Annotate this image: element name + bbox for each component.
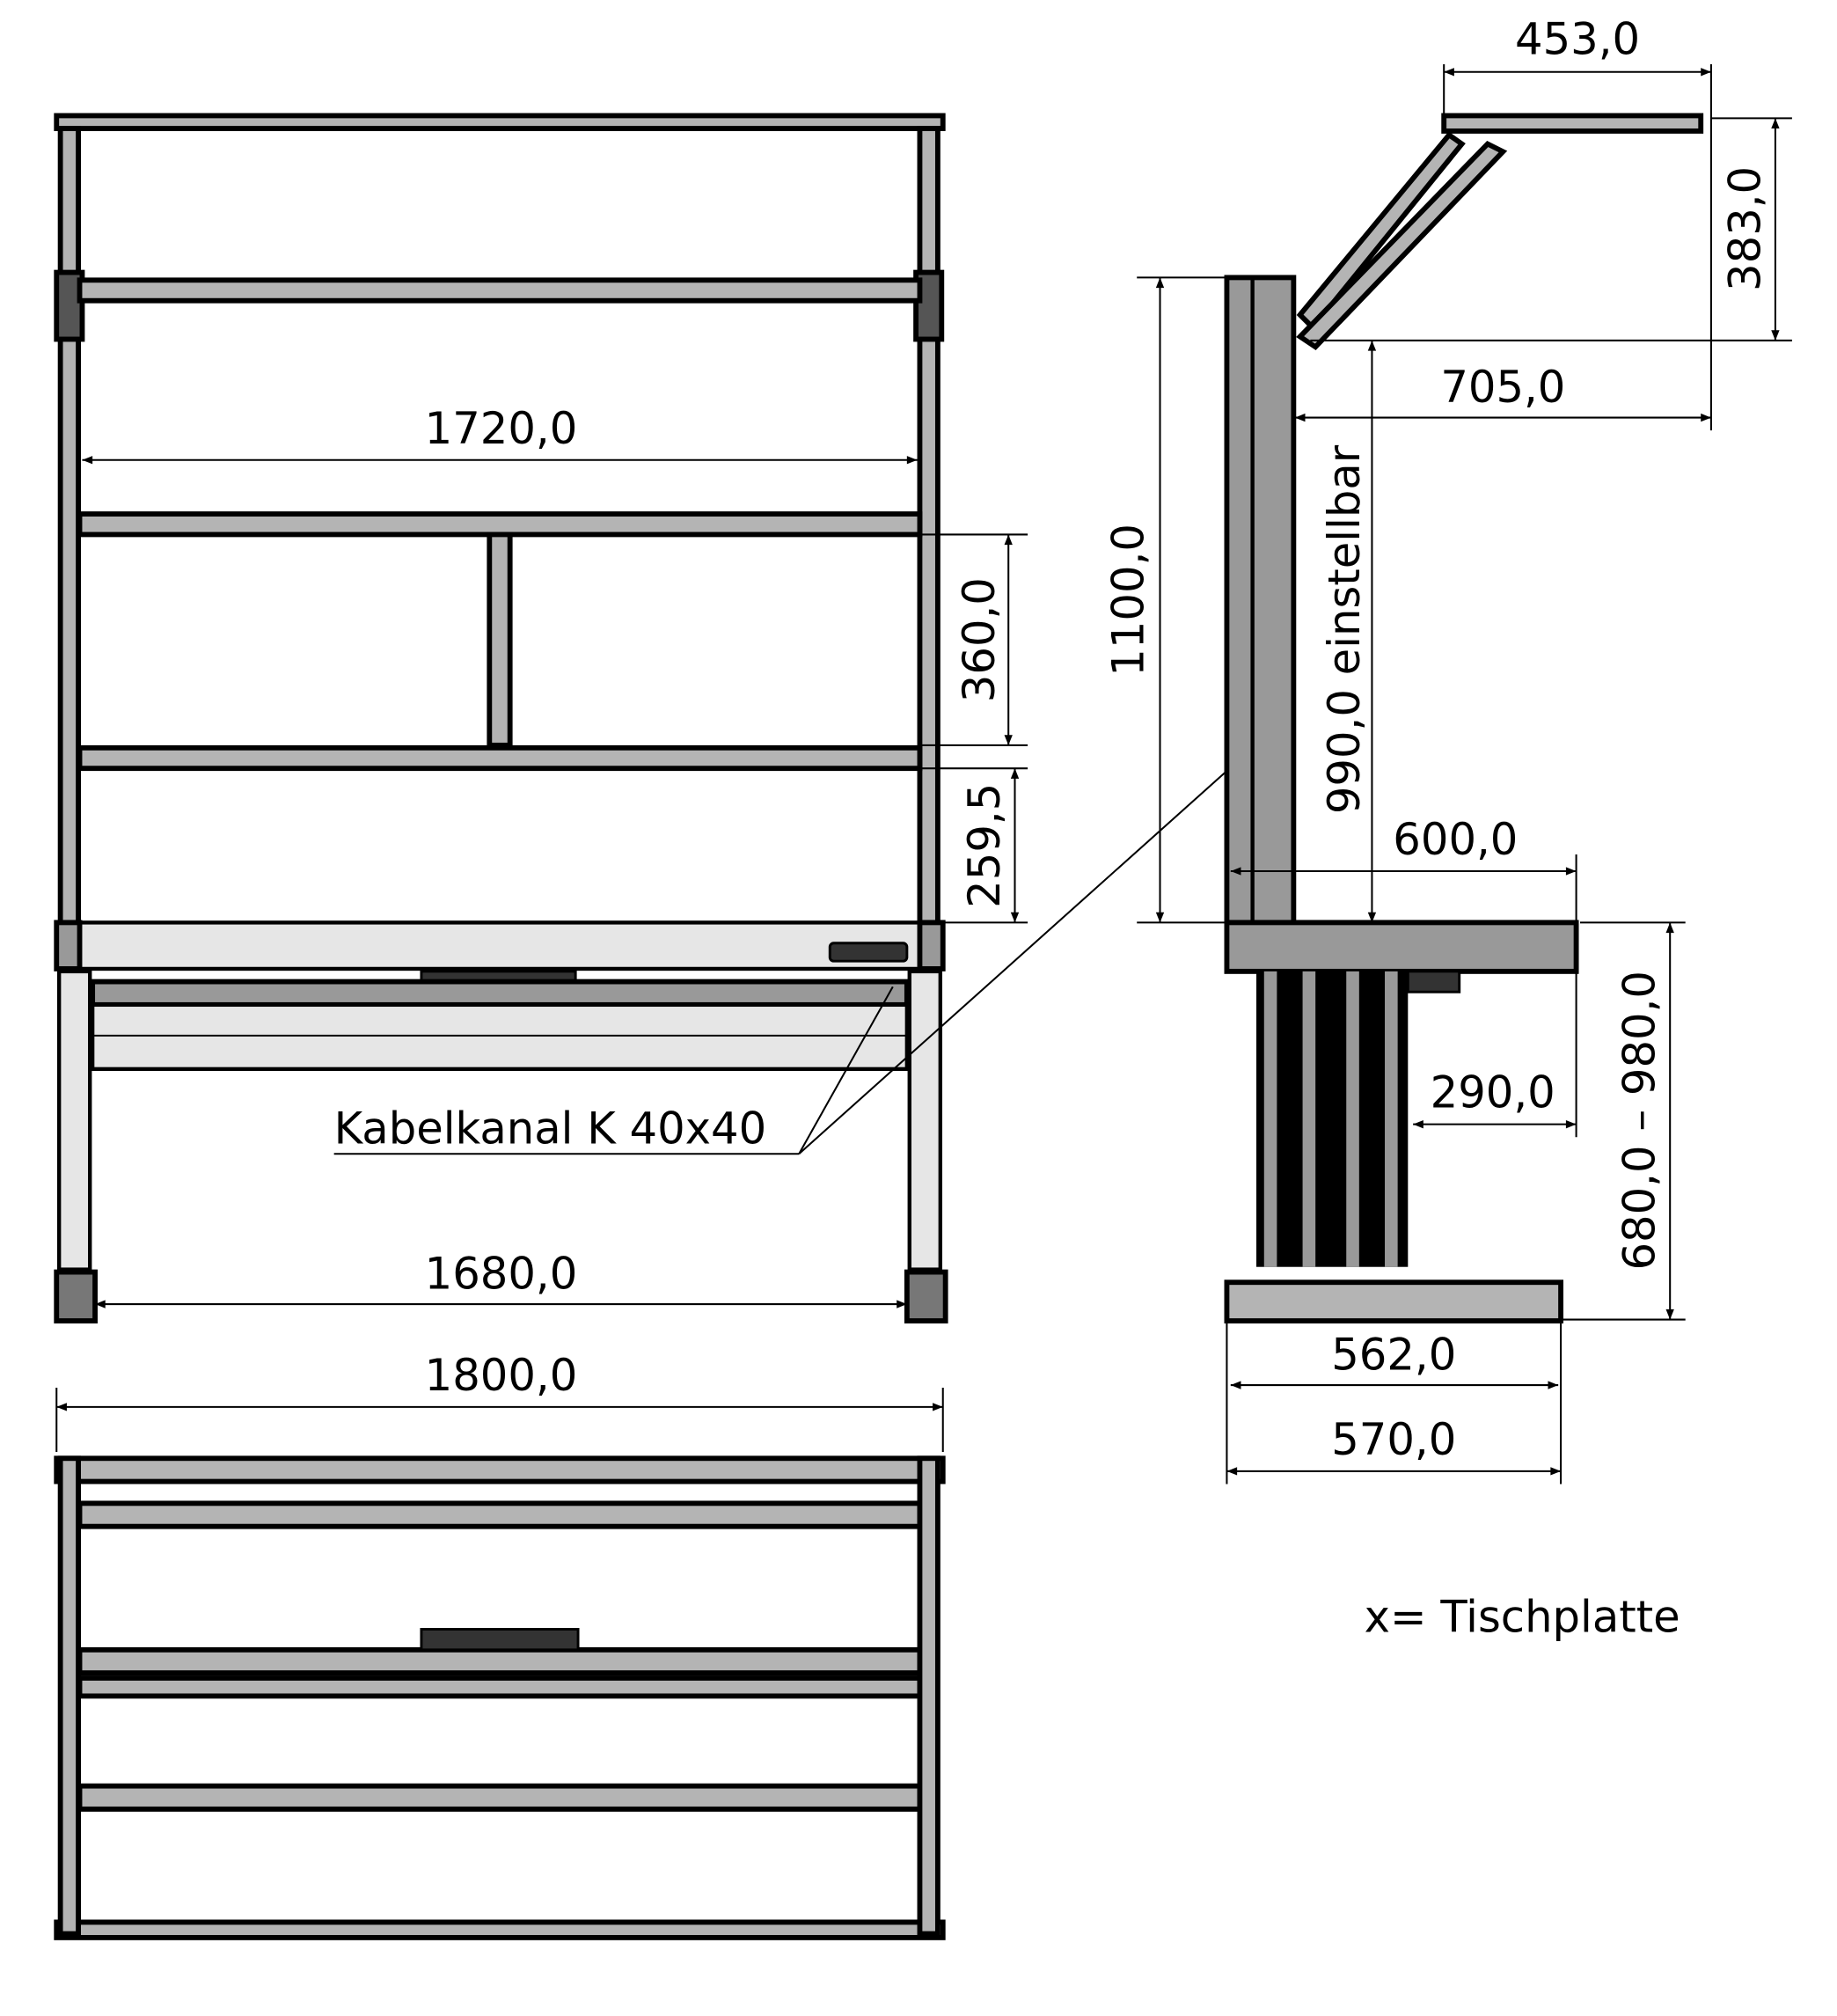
left-foot [54,1269,98,1323]
upright-column [1224,275,1297,926]
control-panel [828,942,909,963]
dim-570: 570,0 [1331,1414,1456,1465]
dim-562: 562,0 [1331,1330,1456,1381]
right-foot [904,1269,948,1323]
legend-label: x= Tischplatte [1365,1591,1680,1642]
dim-680-980: 680,0 – 980,0 [1614,971,1665,1270]
side-tabletop [1224,920,1579,974]
shelf-rail-2 [77,511,923,538]
left-post [57,126,81,928]
dim-259-5: 259,5 [959,783,1010,908]
shelf-rail-1 [77,277,923,304]
lamp-head [1441,113,1704,134]
dim-383: 383,0 [1719,166,1770,291]
dim-705: 705,0 [1440,362,1565,413]
plan-motor-box [420,1628,580,1652]
side-motor [1406,970,1461,993]
shelf-rail-3 [77,744,923,772]
plan-right-post [917,1455,940,1937]
plan-rail-back [54,1455,946,1485]
lamp-arm-2 [1296,140,1508,351]
dim-1800: 1800,0 [425,1350,578,1401]
dim-990-adjustable: 990,0 einstellbar [1319,444,1370,814]
dimensions-side: 453,0 383,0 705,0 1100,0 990,0 einstellb… [1103,13,1792,1485]
side-view: 453,0 383,0 705,0 1100,0 990,0 einstellb… [1103,13,1792,1642]
right-post [917,126,940,928]
plan-rail-4 [77,1675,923,1699]
plan-left-post [57,1455,81,1937]
lift-column [1256,971,1409,1267]
dim-360: 360,0 [954,577,1005,702]
plan-view [54,1455,946,1940]
dim-453: 453,0 [1515,13,1640,64]
lamp-arm-1 [1296,131,1466,332]
dimensions-front: 1720,0 360,0 259,5 1680,0 1800,0 Kabelka… [55,403,1228,1452]
dim-1720: 1720,0 [425,403,578,454]
cable-channel [90,979,910,1008]
right-leg [907,969,943,1272]
tabletop-end-right [917,920,946,971]
front-view: 1720,0 360,0 259,5 1680,0 1800,0 Kabelka… [54,113,1228,1452]
center-strut [487,531,513,748]
dim-290: 290,0 [1431,1067,1555,1118]
dim-1100: 1100,0 [1103,524,1154,677]
dim-1680: 1680,0 [425,1249,578,1300]
side-base [1224,1279,1563,1323]
plan-rail-front [54,1919,946,1940]
dim-600: 600,0 [1393,814,1518,865]
left-leg [56,969,92,1272]
tabletop-end-left [54,920,83,971]
plan-rail-5 [77,1783,923,1812]
top-crossbar [54,113,946,131]
callout-cable-channel: Kabelkanal K 40x40 [334,1103,767,1155]
tabletop-front [55,920,945,971]
lower-beam [90,1002,910,1072]
plan-rail-2 [77,1500,923,1529]
plan-rail-3 [77,1646,923,1676]
